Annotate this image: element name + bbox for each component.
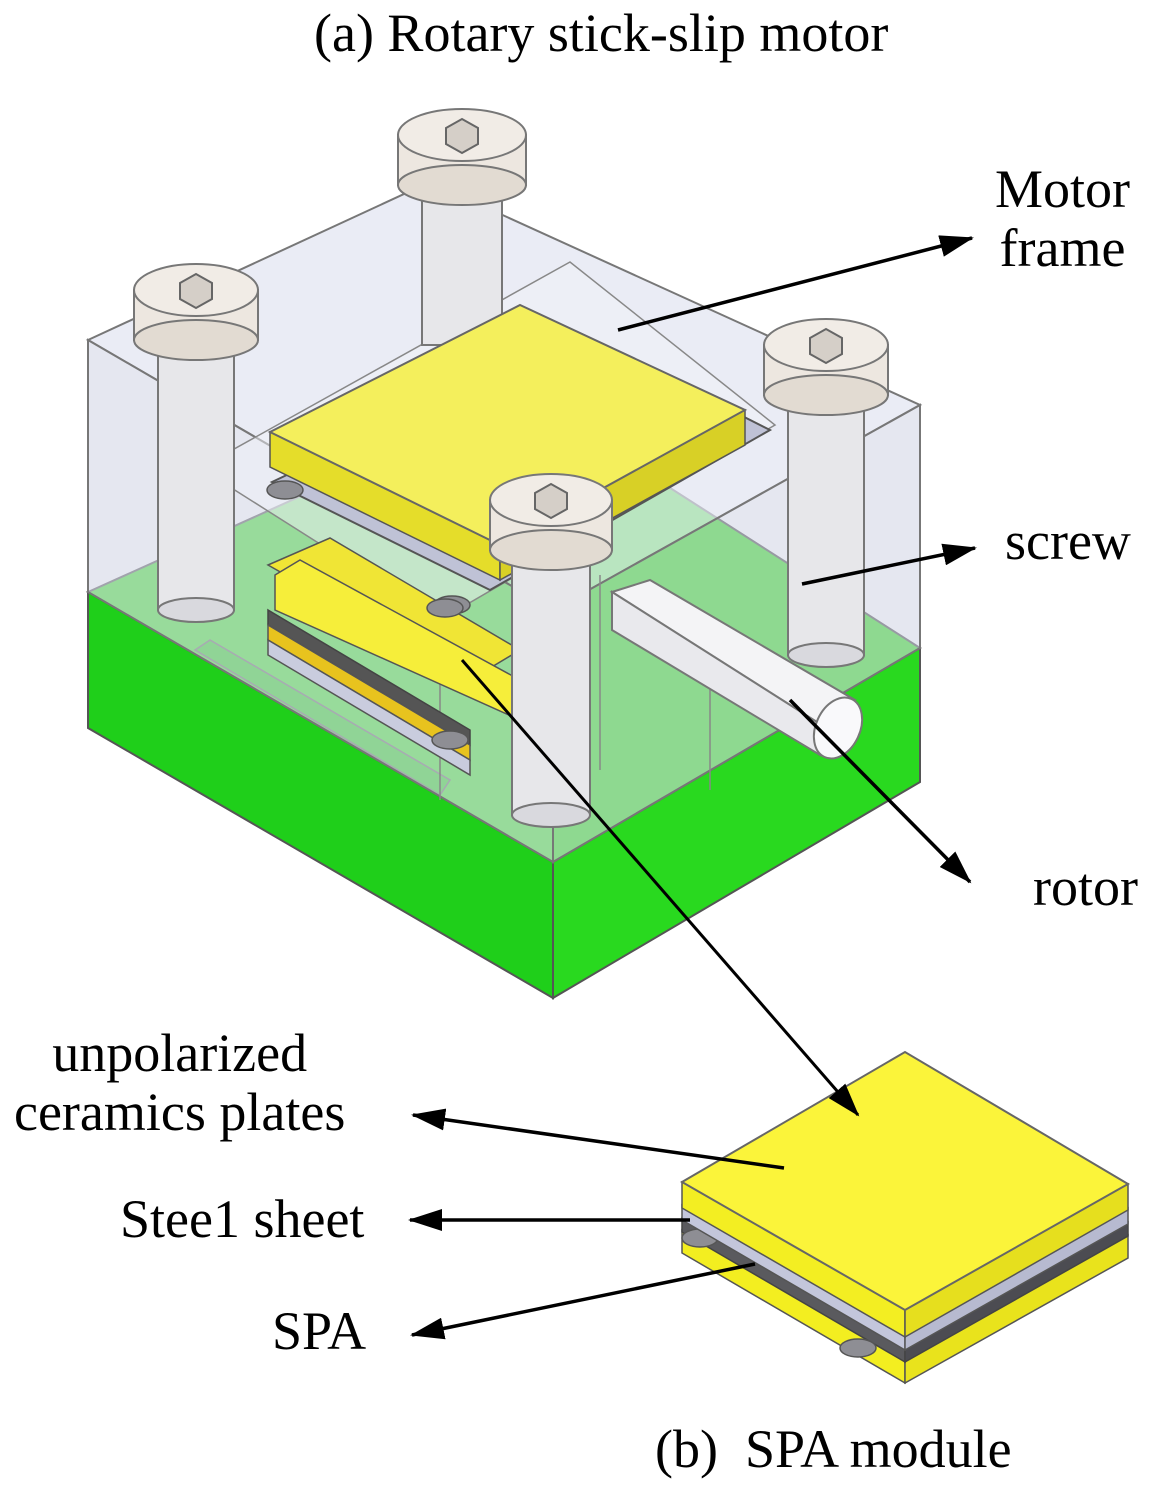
title-top: (a) Rotary stick-slip motor [314, 3, 889, 63]
lower-spa-module [266, 537, 522, 777]
arrow-rotor [788, 698, 972, 884]
label-screw: screw [1005, 511, 1131, 571]
spa-module-b [680, 1050, 1130, 1385]
arrow-screw [801, 543, 977, 586]
screw-back-left [133, 263, 259, 623]
rotor-shaft [609, 578, 864, 760]
label-motor-frame: Motor frame [995, 159, 1130, 279]
label-ceramics-line1: unpolarized [52, 1023, 308, 1083]
label-motor-frame-line1: Motor [995, 159, 1130, 219]
label-rotor: rotor [1033, 857, 1138, 917]
label-ceramics-line2: ceramics plates [14, 1082, 346, 1143]
label-steel-sheet: Stee1 sheet [120, 1189, 365, 1249]
label-spa: SPA [272, 1301, 367, 1361]
screw-front [489, 473, 613, 828]
arrow-spa [410, 1262, 756, 1340]
screw-back-center [397, 108, 527, 346]
label-ceramics: unpolarized ceramics plates [14, 1023, 346, 1143]
label-motor-frame-line2: frame [999, 218, 1126, 279]
leader-arrows [408, 235, 977, 1340]
screw-back-right [763, 318, 889, 668]
title-bottom: (b) SPA module [655, 1419, 1012, 1479]
arrow-motor-frame [617, 235, 974, 332]
arrow-ceramics [411, 1108, 785, 1170]
arrow-to-spa-module [460, 659, 860, 1117]
